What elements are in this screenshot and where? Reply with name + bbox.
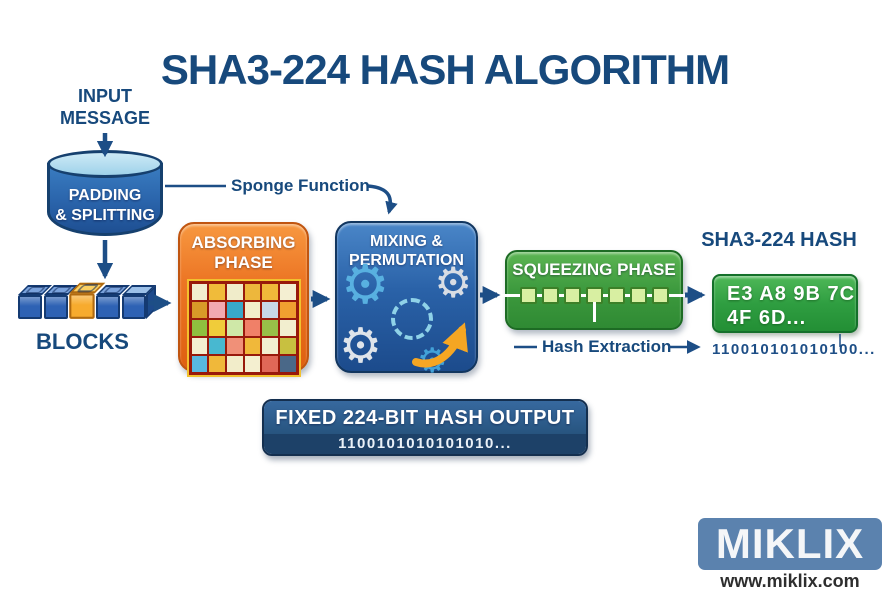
state-cell: [262, 283, 278, 300]
hash-binary-string: 110010101010100...: [712, 341, 876, 358]
input-label-line1: INPUT: [78, 86, 132, 106]
state-cell: [262, 301, 278, 318]
state-cell: [244, 355, 261, 372]
hash-extraction-label: Hash Extraction: [542, 337, 672, 356]
state-cell: [226, 337, 243, 354]
state-cell: [279, 337, 296, 354]
padding-label-line1: PADDING: [68, 187, 142, 204]
sha3-hash-heading: SHA3-224 HASH: [701, 229, 857, 251]
fixed-output-label: FIXED 224-BIT HASH OUTPUT: [264, 401, 586, 434]
message-block: [69, 282, 106, 327]
gear-icon: [434, 262, 472, 304]
message-blocks: [18, 282, 156, 327]
block-icon: [75, 283, 100, 293]
page-title: SHA3-224 HASH ALGORITHM: [160, 46, 730, 93]
squeezing-phase-box: SQUEEZING PHASE: [493, 250, 695, 330]
state-cell: [209, 319, 225, 336]
state-cell: [262, 337, 278, 354]
state-cell: [209, 301, 225, 318]
mixing-title-line1: MIXING &: [370, 233, 443, 250]
squeeze-square: [585, 287, 603, 323]
state-cell: [279, 319, 296, 336]
squeeze-square: [541, 287, 559, 305]
padding-splitting-cylinder: PADDING & SPLITTING: [47, 150, 163, 238]
padding-label-line2: & SPLITTING: [55, 207, 155, 224]
block-front-face: [18, 295, 42, 319]
fixed-output-binary: 1100101010101010...: [264, 434, 586, 454]
state-cell: [209, 337, 225, 354]
state-cell: [191, 337, 208, 354]
message-block: [96, 284, 130, 326]
state-cell: [191, 283, 208, 300]
absorbing-phase-box: ABSORBING PHASE: [178, 222, 309, 375]
sponge-function-label: Sponge Function: [231, 176, 370, 195]
state-cell: [279, 283, 296, 300]
gear-icon: [339, 322, 382, 370]
state-cell: [191, 355, 208, 372]
mixing-permutation-box: MIXING & PERMUTATION: [335, 221, 478, 373]
gear-icon: [341, 258, 389, 312]
miklix-url: www.miklix.com: [720, 571, 860, 591]
extraction-tail: [592, 302, 596, 323]
block-front-face: [69, 293, 95, 319]
state-cell: [226, 355, 243, 372]
state-cell: [262, 355, 278, 372]
state-grid: [188, 280, 299, 375]
absorbing-title-line2: PHASE: [214, 253, 273, 273]
block-front-face: [122, 295, 146, 319]
message-block: [18, 284, 52, 326]
squeeze-square: [629, 287, 647, 305]
state-cell: [191, 319, 208, 336]
cycle-arrows-icon: [391, 298, 433, 341]
state-cell: [279, 301, 296, 318]
block-front-face: [44, 295, 68, 319]
squeezing-phase-title: SQUEEZING PHASE: [512, 260, 676, 279]
message-block: [44, 284, 78, 326]
state-cell: [209, 283, 225, 300]
gears-illustration: [337, 272, 476, 368]
cylinder-top-icon: [47, 150, 163, 178]
fixed-output-box: FIXED 224-BIT HASH OUTPUT 11001010101010…: [262, 399, 588, 456]
squeeze-square: [519, 287, 537, 305]
absorbing-phase-title: ABSORBING PHASE: [180, 233, 307, 274]
state-cell: [244, 337, 261, 354]
state-cell: [279, 355, 296, 372]
hash-result-box: E3 A8 9B 7C 4F 6D...: [712, 274, 858, 333]
state-cell: [244, 319, 261, 336]
state-cell: [244, 283, 261, 300]
hash-hex-line2: 4F 6D...: [727, 307, 807, 329]
input-label-line2: MESSAGE: [59, 107, 151, 128]
padding-splitting-label: PADDING & SPLITTING: [47, 186, 163, 226]
squeeze-square: [651, 287, 669, 305]
state-cell: [244, 301, 261, 318]
squeeze-square: [563, 287, 581, 305]
message-block: [122, 284, 156, 326]
sponge-function-arrow: [367, 184, 398, 215]
squeeze-squares: [493, 287, 695, 323]
absorbing-title-line1: ABSORBING: [191, 233, 296, 252]
state-cell: [209, 355, 225, 372]
block-front-face: [96, 295, 120, 319]
state-cell: [191, 301, 208, 318]
blocks-label: BLOCKS: [36, 329, 129, 354]
input-message-label: INPUT MESSAGE: [30, 86, 180, 129]
state-cell: [226, 301, 243, 318]
flow-arrow-icon: [412, 322, 468, 368]
state-cell: [262, 319, 278, 336]
state-cell: [226, 283, 243, 300]
hash-hex-line1: E3 A8 9B 7C: [727, 283, 856, 305]
state-cell: [226, 319, 243, 336]
squeeze-square: [607, 287, 625, 305]
miklix-logo: MIKLIX: [698, 518, 882, 570]
